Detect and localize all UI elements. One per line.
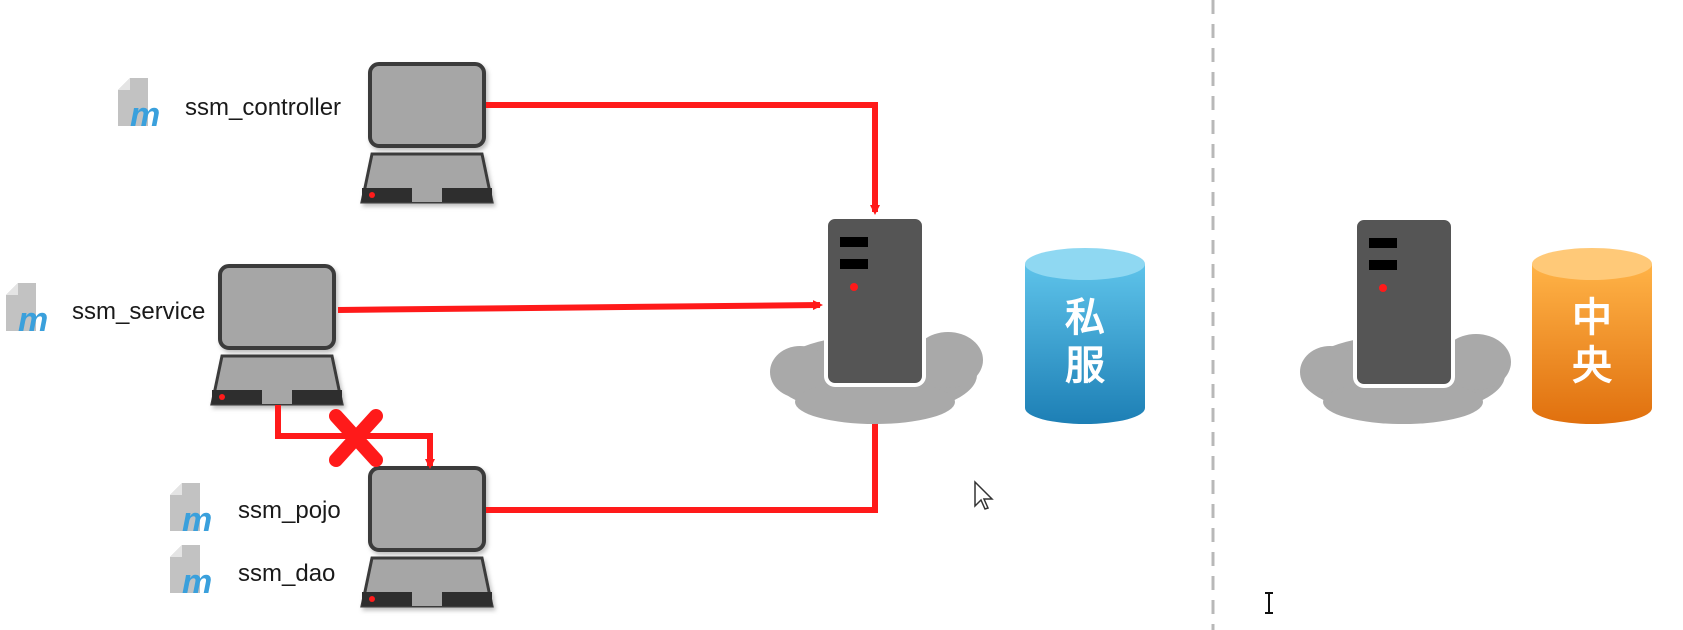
- module-file-icon: m: [170, 483, 212, 539]
- mouse-pointer-icon: [974, 480, 994, 510]
- module-label-dao: ssm_dao: [238, 560, 336, 587]
- svg-text:m: m: [18, 301, 48, 339]
- server-icon: [1353, 216, 1455, 388]
- arrow-controller-to-private: [486, 102, 880, 215]
- laptop-icon: [360, 466, 494, 608]
- module-label-service: ssm_service: [72, 298, 206, 325]
- svg-text:m: m: [182, 501, 212, 539]
- text-cursor-icon: [1265, 592, 1273, 614]
- database-icon: [1025, 248, 1145, 424]
- laptop-icon: [360, 62, 494, 204]
- laptop-icon: [210, 264, 344, 406]
- module-label-pojo: ssm_pojo: [238, 497, 341, 524]
- svg-text:m: m: [130, 96, 160, 134]
- arrow-service-to-private: [337, 300, 823, 313]
- module-file-icon: m: [118, 78, 160, 134]
- arrow-pojo-to-private: [486, 389, 880, 513]
- module-file-icon: m: [6, 283, 48, 339]
- central-repo-label-1: 中: [1572, 295, 1612, 341]
- central-repo-label-2: 央: [1572, 343, 1612, 389]
- private-repo-label-1: 私: [1065, 295, 1105, 341]
- blocked-x-icon: [329, 409, 383, 467]
- module-file-icon: m: [170, 545, 212, 601]
- module-label-controller: ssm_controller: [185, 94, 342, 121]
- svg-text:m: m: [182, 563, 212, 601]
- database-icon: [1532, 248, 1652, 424]
- server-icon: [824, 215, 926, 387]
- private-repo-label-2: 服: [1065, 343, 1105, 389]
